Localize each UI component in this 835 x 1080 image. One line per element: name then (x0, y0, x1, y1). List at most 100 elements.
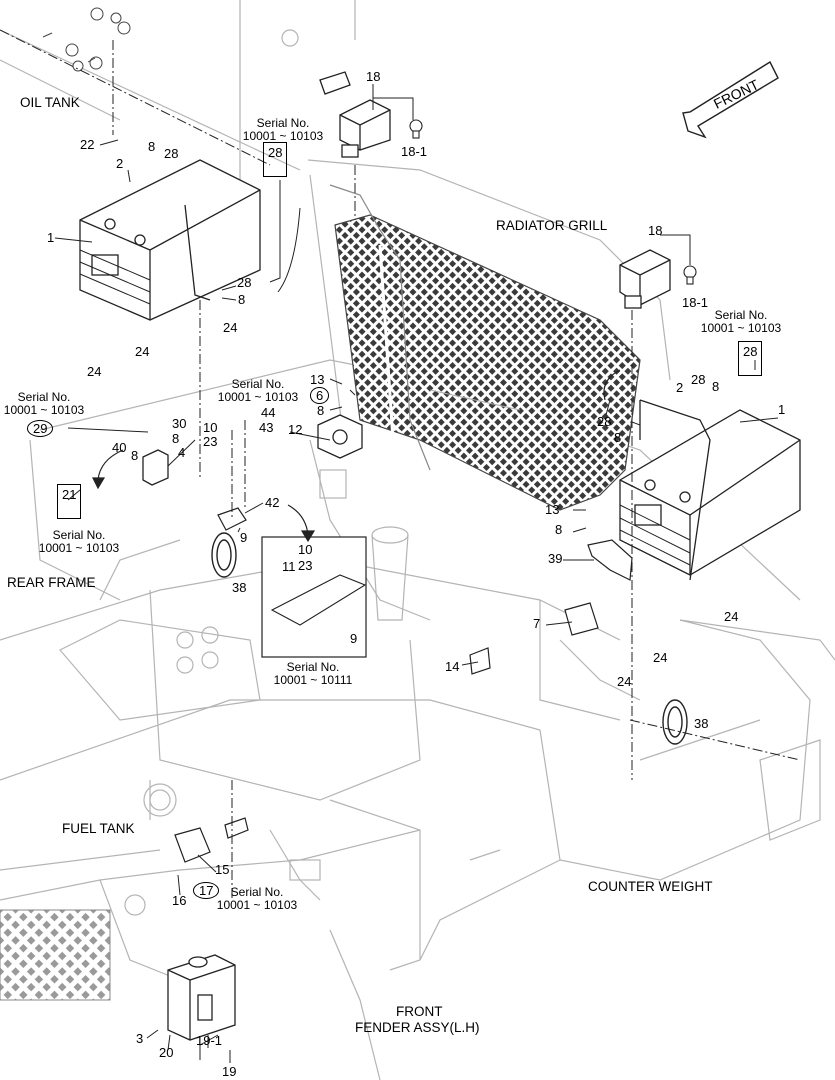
area-rear-frame: REAR FRAME (7, 575, 96, 590)
callout-6-circled: 6 (310, 387, 330, 404)
callout-9: 9 (240, 530, 248, 545)
callout-44: 44 (261, 405, 276, 420)
callout-40: 40 (112, 440, 127, 455)
washer-tank (167, 954, 236, 1041)
callout-8: 8 (555, 522, 563, 537)
callout-18-1: 18-1 (682, 295, 709, 310)
connector-arrows (92, 369, 621, 543)
serial-range: 10001 ~ 10103 (217, 390, 299, 404)
area-counter-weight: COUNTER WEIGHT (588, 879, 713, 894)
callout-20: 20 (159, 1045, 174, 1060)
callout-1: 1 (778, 402, 786, 417)
callout-22: 22 (80, 137, 95, 152)
leader-lines (54, 84, 779, 1063)
serial-range: 10001 ~ 10103 (3, 403, 85, 417)
callout-14: 14 (445, 659, 460, 674)
callout-28: 28 (691, 372, 706, 387)
callout-8: 8 (172, 431, 180, 446)
front-arrow (682, 60, 779, 139)
callout-24: 24 (223, 320, 238, 335)
callout-15: 15 (215, 862, 230, 877)
area-front-label: FRONT (396, 1004, 443, 1019)
callout-9: 9 (350, 631, 358, 646)
callout-8: 8 (148, 139, 156, 154)
callout-13: 13 (545, 502, 560, 517)
callout-18: 18 (648, 223, 663, 238)
callout-28-boxed: 28 (263, 142, 288, 177)
callout-28: 28 (597, 414, 612, 429)
serial-line: Serial No. (230, 885, 284, 899)
callout-8: 8 (614, 430, 622, 445)
serial-range: 10001 ~ 10103 (700, 321, 782, 335)
area-fender-assy: FENDER ASSY(L.H) (355, 1020, 480, 1035)
callout-24: 24 (135, 344, 150, 359)
small-parts (174, 507, 633, 863)
radiator-grill-mesh (334, 214, 641, 511)
callout-19-1: 19-1 (196, 1033, 223, 1048)
callout-box: 28 (738, 341, 763, 376)
callout-circle: 29 (27, 420, 54, 437)
serial-range: 10001 ~ 10103 (38, 541, 120, 555)
serial-note-mid: Serial No. 10001 ~ 10103 (214, 378, 302, 404)
battery-switch (317, 414, 363, 459)
callout-circle: 6 (310, 387, 330, 404)
floor-grate (0, 909, 111, 1001)
work-lamp-right (619, 249, 671, 309)
grommets (211, 532, 688, 745)
serial-line: Serial No. (231, 377, 285, 391)
detail-box (261, 536, 367, 658)
callout-13: 13 (310, 372, 325, 387)
serial-line: Serial No. (286, 660, 340, 674)
top-parts (42, 7, 131, 72)
callout-24: 24 (87, 364, 102, 379)
area-oil-tank: OIL TANK (20, 95, 80, 110)
serial-range: 10001 ~ 10103 (216, 898, 298, 912)
callout-38: 38 (232, 580, 247, 595)
callout-box: 28 (263, 142, 288, 177)
callout-11: 11 (282, 559, 296, 574)
callout-24: 24 (724, 609, 739, 624)
serial-note-box21: Serial No. 10001 ~ 10103 (35, 529, 123, 555)
callout-2: 2 (676, 380, 684, 395)
callout-23: 23 (203, 434, 218, 449)
serial-note-right: Serial No. 10001 ~ 10103 (696, 309, 786, 335)
callout-box: 21 (57, 484, 82, 519)
callout-23: 23 (298, 558, 313, 573)
work-lamp-top (319, 71, 391, 158)
callout-8: 8 (238, 292, 246, 307)
callout-18: 18 (366, 69, 381, 84)
serial-range: 10001 ~ 10103 (242, 129, 324, 143)
serial-range: 10001 ~ 10111 (273, 673, 353, 687)
serial-note-top: Serial No. 10001 ~ 10103 (238, 117, 328, 143)
bulbs (409, 119, 697, 285)
serial-note-left: Serial No. 10001 ~ 10103 (0, 391, 88, 417)
callout-28: 28 (164, 146, 179, 161)
callout-10: 10 (298, 542, 313, 557)
relay-left (142, 449, 169, 486)
callout-3: 3 (136, 1031, 144, 1046)
callout-12: 12 (288, 422, 303, 437)
callout-circle: 17 (193, 882, 220, 899)
callout-30: 30 (172, 416, 187, 431)
serial-line: Serial No. (256, 116, 310, 130)
callout-8: 8 (712, 379, 720, 394)
callout-28-boxed: 28 (738, 341, 763, 376)
callout-1: 1 (47, 230, 55, 245)
callout-24: 24 (617, 674, 632, 689)
battery-right (619, 399, 801, 581)
frame-holes (124, 29, 409, 916)
callout-10: 10 (203, 420, 218, 435)
callout-38: 38 (694, 716, 709, 731)
battery-left (79, 159, 261, 321)
serial-line: Serial No. (17, 390, 71, 404)
area-radiator-grill: RADIATOR GRILL (496, 218, 608, 233)
callout-8: 8 (317, 403, 325, 418)
callout-8: 8 (131, 448, 139, 463)
area-fuel-tank: FUEL TANK (62, 821, 135, 836)
callout-39: 39 (548, 551, 563, 566)
callout-17-circled: 17 (193, 882, 220, 899)
callout-21-boxed: 21 (57, 484, 82, 519)
callout-16: 16 (172, 893, 187, 908)
callout-2: 2 (116, 156, 124, 171)
